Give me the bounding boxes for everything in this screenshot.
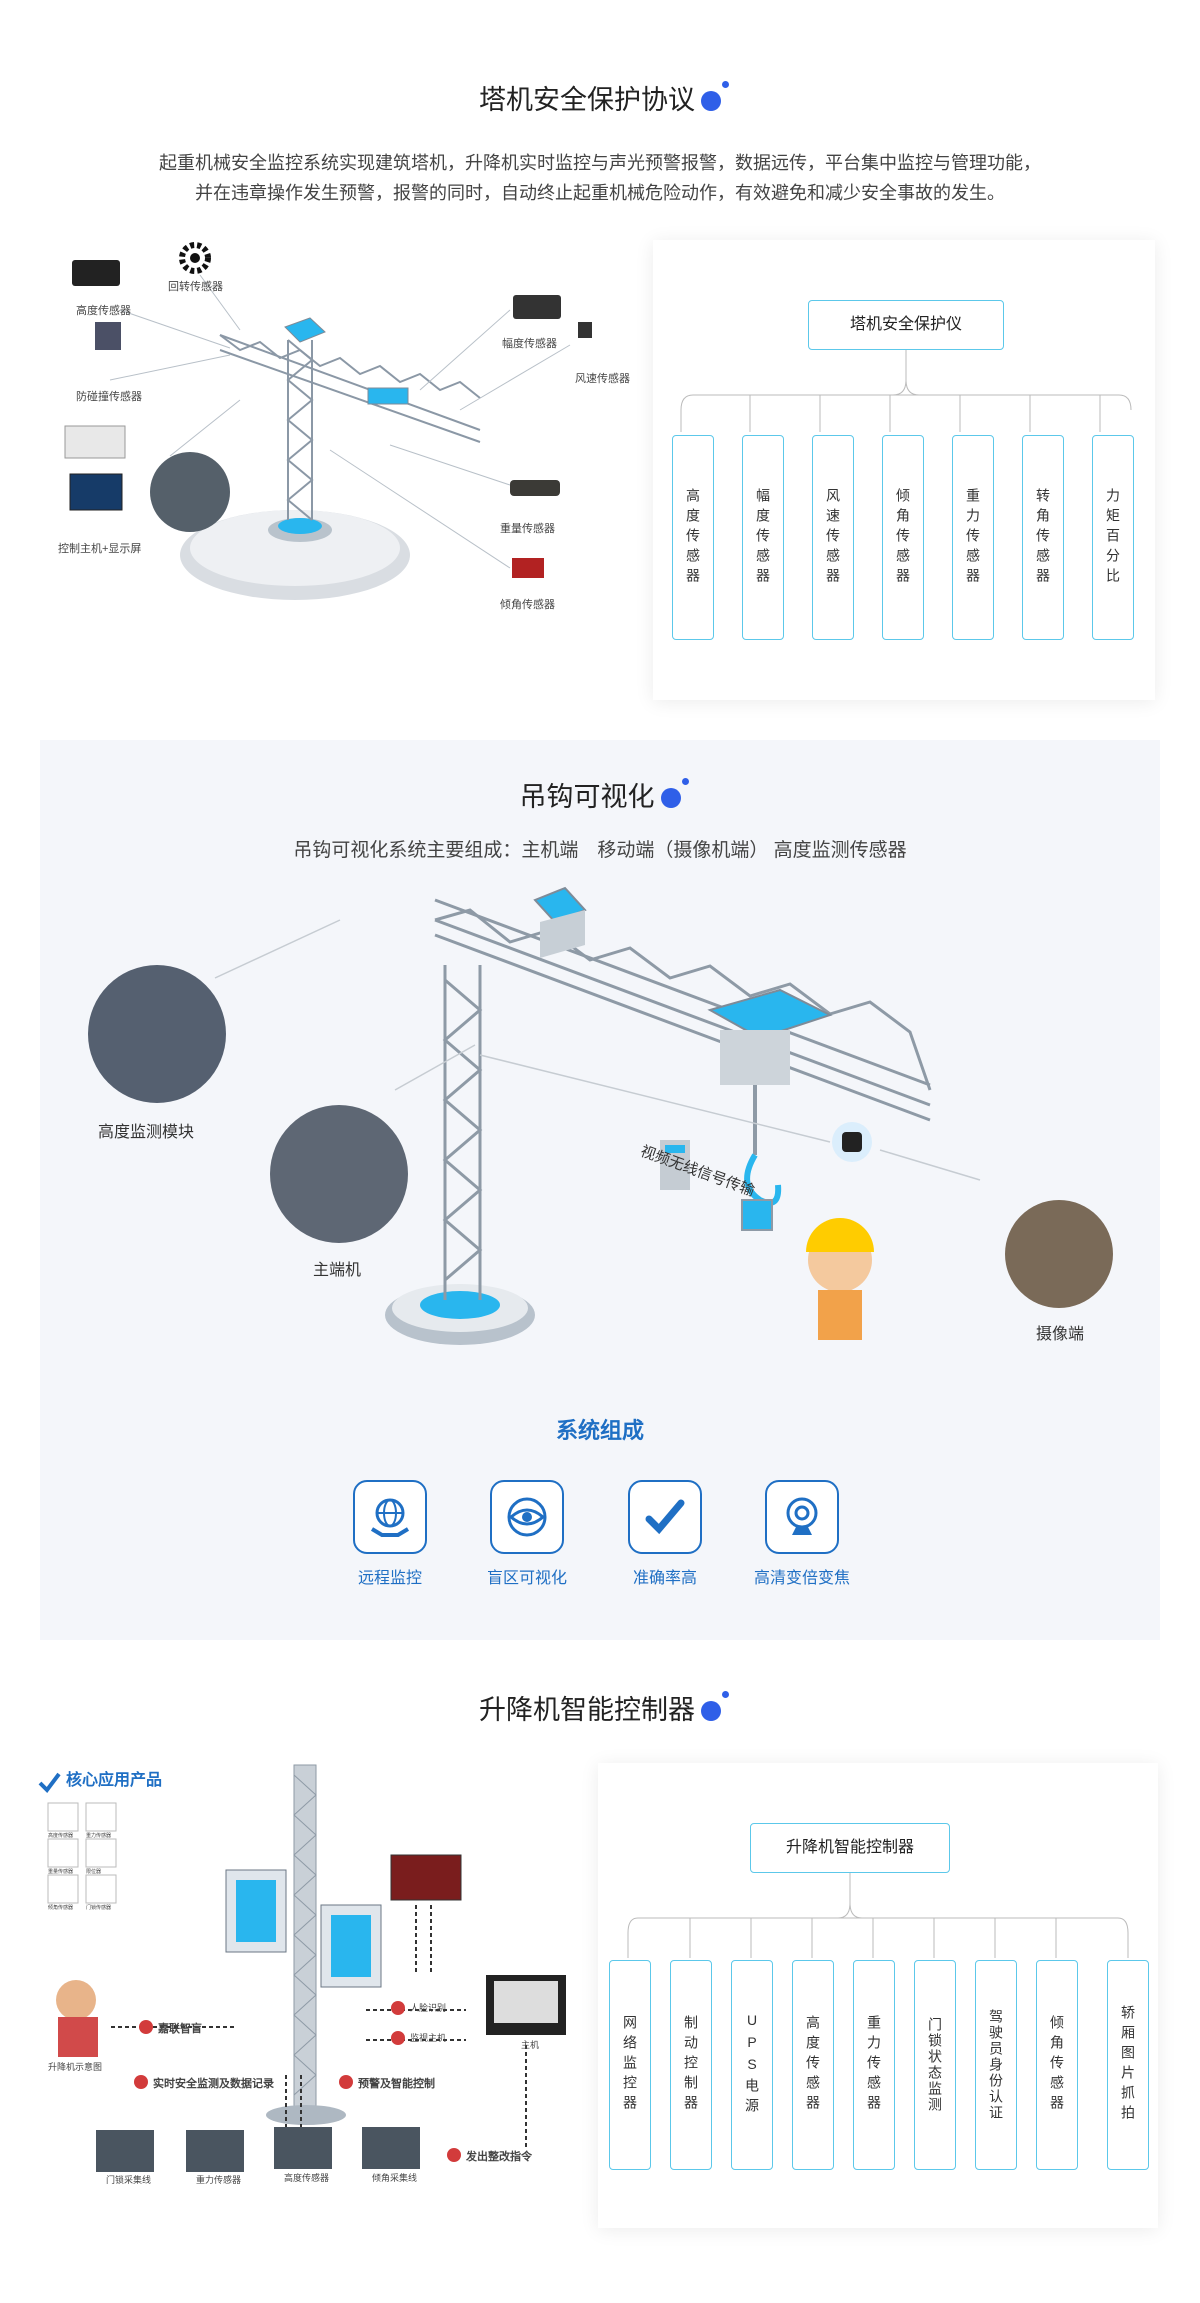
door-lock-label: 门锁采集线 [106,2175,152,2185]
tower-crane-illustration: 高度传感器 回转传感器 防碰撞传感器 幅度传感器 风速传感器 控制主机+显示屏 … [40,230,640,630]
webcam-icon [765,1480,839,1554]
label-tilt-sensor: 倾角传感器 [500,599,555,611]
tree-leaf: 门锁状态监测 [914,1960,956,2170]
tree-leaf: 制动控制器 [670,1960,712,2170]
height-module-photo [88,965,226,1103]
tree-leaf: 倾角传感器 [1036,1960,1078,2170]
checkmark-icon [628,1480,702,1554]
thumb-label: 门锁传感器 [86,1905,112,1911]
tree-connectors [680,350,1132,432]
step3-label: 发出整改指令 [466,2151,532,2163]
section3-title: 升降机智能控制器 [0,1688,1200,1727]
step2-label: 实时安全监测及数据记录 [153,2078,274,2090]
camera-photo [1005,1200,1113,1308]
tree-leaf: 力矩百分比 [1092,435,1134,640]
feature-label: 高清变倍变焦 [753,1570,850,1587]
face-recog-label: 人脸识别 [410,2003,447,2013]
tilt-sensor-label: 倾角采集线 [372,2173,418,2183]
section2-background [40,740,1160,1640]
label-height-sensor: 高度传感器 [76,305,131,317]
feature-label: 盲区可视化 [486,1570,567,1587]
section3-tree-card: 升降机智能控制器 网络监控器 制动控制器 UPS电源 高度传感器 重力传感器 门… [598,1763,1158,2228]
label-rotation-sensor: 回转传感器 [168,281,223,293]
section2-title: 吊钩可视化 [0,775,1200,814]
thumb-label: 重力传感器 [86,1833,112,1839]
height-sensor-label: 高度传感器 [284,2173,330,2183]
tree-leaf: 驾驶员身份认证 [975,1960,1017,2170]
hook-visualization-drawing [214,886,981,1345]
feature-label: 远程监控 [357,1570,422,1587]
tree-leaf: 幅度传感器 [742,435,784,640]
eye-icon [490,1480,564,1554]
feature-hd-zoom: 高清变倍变焦 [737,1480,867,1588]
feature-blind-spot: 盲区可视化 [462,1480,592,1588]
tree-leaf: 重力传感器 [853,1960,895,2170]
gear-icon [179,242,211,274]
thumb-label: 限位器 [86,1869,102,1875]
section1-intro: 起重机械安全监控系统实现建筑塔机，升降机实时监控与声光预警报警，数据远传，平台集… [159,153,1041,203]
tree-leaf: 网络监控器 [609,1960,651,2170]
thumb-label: 重量传感器 [48,1869,74,1875]
tree-leaf: 高度传感器 [672,435,714,640]
check-icon [38,1772,61,1794]
monitor-host-label: 监视主机 [410,2033,447,2043]
feature-accuracy: 准确率高 [600,1480,730,1588]
label-weight-sensor: 重量传感器 [500,523,555,535]
label-wind-sensor: 风速传感器 [575,373,630,385]
label-anti-collision: 防碰撞传感器 [76,391,142,403]
host-label: 主端机 [313,1262,362,1279]
camera-label: 摄像端 [1036,1326,1085,1343]
step4-label: 预警及智能控制 [358,2078,435,2090]
feature-remote-monitor: 远程监控 [325,1480,455,1588]
section2-subtitle: 吊钩可视化系统主要组成：主机端 移动端（摄像机端） 高度监测传感器 [293,840,907,861]
elevator-diagram-label: 升降机示意图 [48,2062,103,2072]
tree-leaf: UPS电源 [731,1960,773,2170]
tree-root: 塔机安全保护仪 [808,300,1004,350]
tree-leaf: 倾角传感器 [882,435,924,640]
host-label: 主机 [521,2040,540,2050]
title-dot-icon [701,81,729,111]
thumb-label: 高度传感器 [48,1833,74,1839]
tree-leaf: 风速传感器 [812,435,854,640]
tree-leaf: 高度传感器 [792,1960,834,2170]
section1-title: 塔机安全保护协议 [0,78,1200,117]
globe-hands-icon [353,1480,427,1554]
tree-leaf: 重力传感器 [952,435,994,640]
feature-label: 准确率高 [632,1570,697,1587]
weight-sensor-label: 重力传感器 [196,2175,242,2185]
label-controller-display: 控制主机+显示屏 [58,543,142,555]
height-module-label: 高度监测模块 [98,1124,195,1141]
tree-leaf: 轿厢图片抓拍 [1107,1960,1149,2170]
section1-tree-card: 塔机安全保护仪 高度传感器 幅度传感器 风速传感器 倾角传感器 重力传感器 转角… [653,240,1155,700]
host-photo [270,1105,408,1243]
title-dot-icon [660,778,689,808]
tower-crane-drawing [64,242,592,600]
elevator-diagram-drawing [38,1764,566,2172]
step1-label: 嘉联智盲 [158,2023,202,2035]
tree-leaf: 转角传感器 [1022,435,1064,640]
elevator-controller-illustration: 核心应用产品 嘉联智盲 实时安全监测及数据记录 发出整改指令 预警及智能控制 人… [36,1755,596,2185]
thumb-label: 倾角传感器 [48,1905,74,1911]
label-amplitude-sensor: 幅度传感器 [502,338,557,350]
title-dot-icon [701,1691,729,1721]
core-products-title: 核心应用产品 [66,1772,163,1789]
system-composition-title: 系统组成 [555,1418,644,1443]
tree-connectors [627,1873,1129,1958]
tree-root: 升降机智能控制器 [750,1823,950,1873]
